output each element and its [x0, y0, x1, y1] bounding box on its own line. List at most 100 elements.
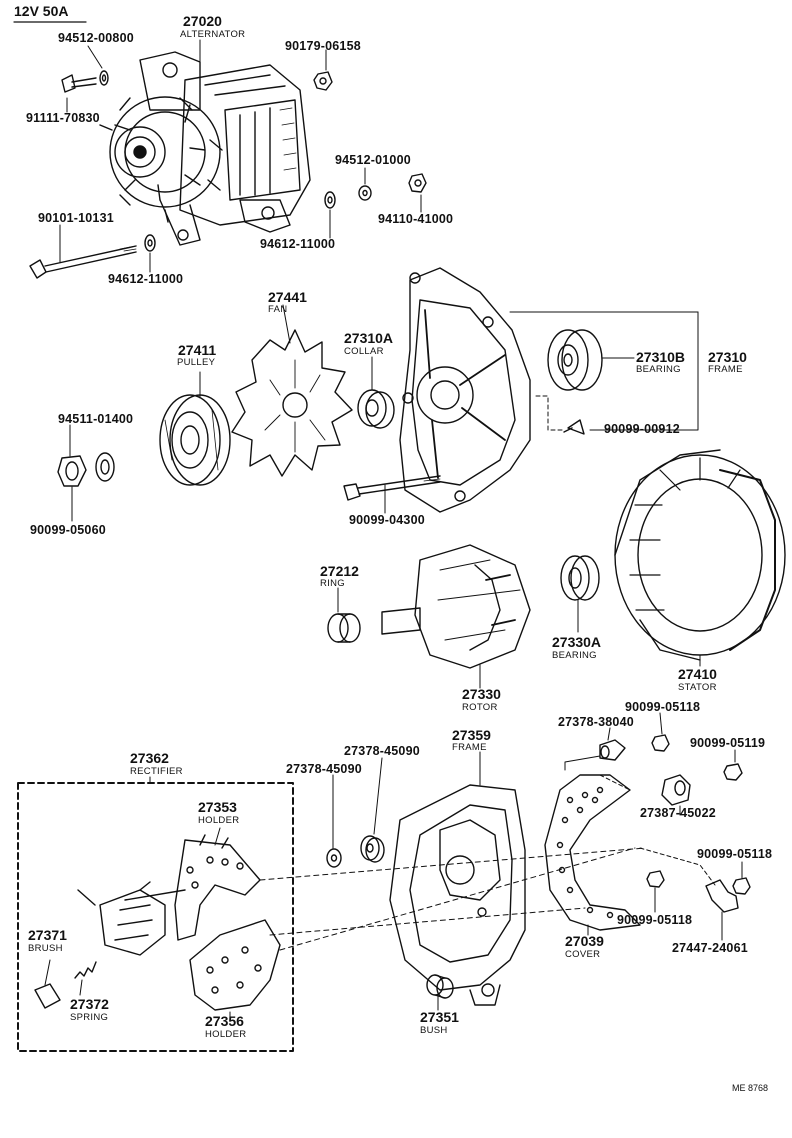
label-bolt-top: 91111-70830: [26, 111, 100, 125]
ring-drawing: [327, 613, 361, 643]
insulator-b-drawing: [360, 835, 385, 863]
pulley-nut-drawing: [57, 455, 87, 487]
label-stator-no: 27410: [678, 666, 717, 682]
label-rectifier-no: 27362: [130, 750, 169, 766]
label-collar-no: 27310A: [344, 330, 394, 346]
label-washer-mid: 94512-01000: [335, 153, 411, 167]
label-bearing-rear-name: BEARING: [552, 650, 597, 661]
frame-bracket-guide: [535, 395, 563, 431]
alternator-drawing: [99, 51, 311, 246]
label-rectifier-name: RECTIFIER: [130, 766, 183, 777]
label-insulator-b: 27378-45090: [344, 744, 420, 758]
frame-rear-drawing: [389, 784, 526, 1006]
nut-top-drawing: [313, 71, 333, 91]
label-through-bolt: 90099-04300: [349, 513, 425, 527]
label-nut-r1: 90099-05118: [625, 700, 701, 714]
label-ring-name: RING: [320, 578, 345, 589]
brush-drawing: [34, 983, 61, 1009]
terminal-drawing: [661, 774, 691, 806]
label-ring-no: 27212: [320, 563, 359, 579]
bearing-front-drawing: [547, 329, 603, 391]
rear-terminal-guide: [564, 755, 601, 771]
label-cover-name: COVER: [565, 949, 601, 960]
label-frame-rear-name: FRAME: [452, 742, 487, 753]
rectifier-box: [17, 782, 294, 1052]
washer-mid-drawing: [358, 185, 372, 201]
label-holder-bottom-no: 27356: [205, 1013, 244, 1029]
label-pulley-no: 27411: [178, 342, 217, 358]
lock-washer-drawing: [95, 452, 115, 482]
label-insulator-c: 27378-38040: [558, 715, 634, 729]
label-spring-name: SPRING: [70, 1012, 109, 1023]
label-holder-top-name: HOLDER: [198, 815, 240, 826]
label-bracket: 27447-24061: [672, 941, 748, 955]
frame-front-drawing: [399, 267, 531, 513]
bracket-drawing: [705, 879, 739, 913]
label-fan-no: 27441: [268, 289, 307, 305]
label-nut-r2: 90099-05119: [690, 736, 766, 750]
label-bearing-front-name: BEARING: [636, 364, 681, 375]
washer-top-drawing: [99, 70, 109, 86]
collar-drawing: [357, 389, 395, 429]
nut-mid-drawing: [408, 173, 427, 193]
washer-right-drawing: [324, 191, 336, 209]
label-brush-no: 27371: [28, 927, 67, 943]
label-alternator-name: ALTERNATOR: [180, 29, 246, 40]
spring-drawing: [74, 961, 97, 979]
bearing-rear-drawing: [560, 555, 600, 601]
label-nut-r4: 90099-05118: [617, 913, 693, 927]
label-holder-top-no: 27353: [198, 799, 237, 815]
label-bolt-long: 90101-10131: [38, 211, 114, 225]
label-fan-name: FAN: [268, 304, 288, 315]
label-cover-no: 27039: [565, 933, 604, 949]
label-frame-front-name: FRAME: [708, 364, 743, 375]
cover-guide: [599, 774, 631, 791]
label-washer-left: 94612-11000: [108, 272, 184, 286]
nut-r3-drawing: [646, 870, 665, 888]
reference-code: ME 8768: [732, 1083, 769, 1093]
nut-r2-drawing: [723, 763, 743, 781]
label-bush-no: 27351: [420, 1009, 459, 1025]
bracket-guide: [639, 847, 716, 886]
label-nut-top: 90179-06158: [285, 39, 361, 53]
label-nut-r3: 90099-05118: [697, 847, 773, 861]
label-washer-top: 94512-00800: [58, 31, 134, 45]
leader-lines: [44, 39, 743, 1021]
bush-drawing: [426, 974, 454, 999]
stator-drawing: [614, 449, 786, 661]
brush-holder-drawing: [77, 881, 186, 956]
insulator-c-drawing: [599, 739, 626, 761]
label-collar-name: COLLAR: [344, 346, 384, 357]
label-rotor-name: ROTOR: [462, 702, 498, 713]
nut-r4-drawing: [732, 877, 751, 895]
label-pulley-nut: 90099-05060: [30, 523, 106, 537]
label-alternator-no: 27020: [183, 13, 222, 29]
through-bolt-drawing: [343, 475, 441, 501]
pulley-drawing: [159, 394, 231, 486]
label-spring-no: 27372: [70, 996, 109, 1012]
label-stator-name: STATOR: [678, 682, 717, 693]
label-rotor-no: 27330: [462, 686, 501, 702]
label-bearing-rear-no: 27330A: [552, 634, 602, 650]
cover-drawing: [544, 774, 641, 931]
fan-drawing: [231, 329, 353, 477]
bolt-top-drawing: [61, 74, 97, 93]
insulator-a-drawing: [326, 848, 342, 868]
nut-r1-drawing: [651, 734, 670, 752]
holder-top-drawing: [174, 834, 261, 941]
label-bearing-front-no: 27310B: [636, 349, 686, 365]
header-spec: 12V 50A: [14, 3, 69, 19]
label-brush-name: BRUSH: [28, 943, 63, 954]
label-lock-washer: 94511-01400: [58, 412, 134, 426]
screw-front-drawing: [563, 419, 585, 435]
label-frame-rear-no: 27359: [452, 727, 491, 743]
label-pulley-name: PULLEY: [177, 357, 216, 368]
washer-left-drawing: [144, 234, 156, 252]
rotor-drawing: [381, 544, 531, 669]
label-holder-bottom-name: HOLDER: [205, 1029, 247, 1040]
long-bolt-drawing: [29, 245, 137, 279]
label-terminal: 27387-45022: [640, 806, 716, 820]
holder-bottom-drawing: [189, 919, 281, 1011]
label-frame-front-no: 27310: [708, 349, 747, 365]
